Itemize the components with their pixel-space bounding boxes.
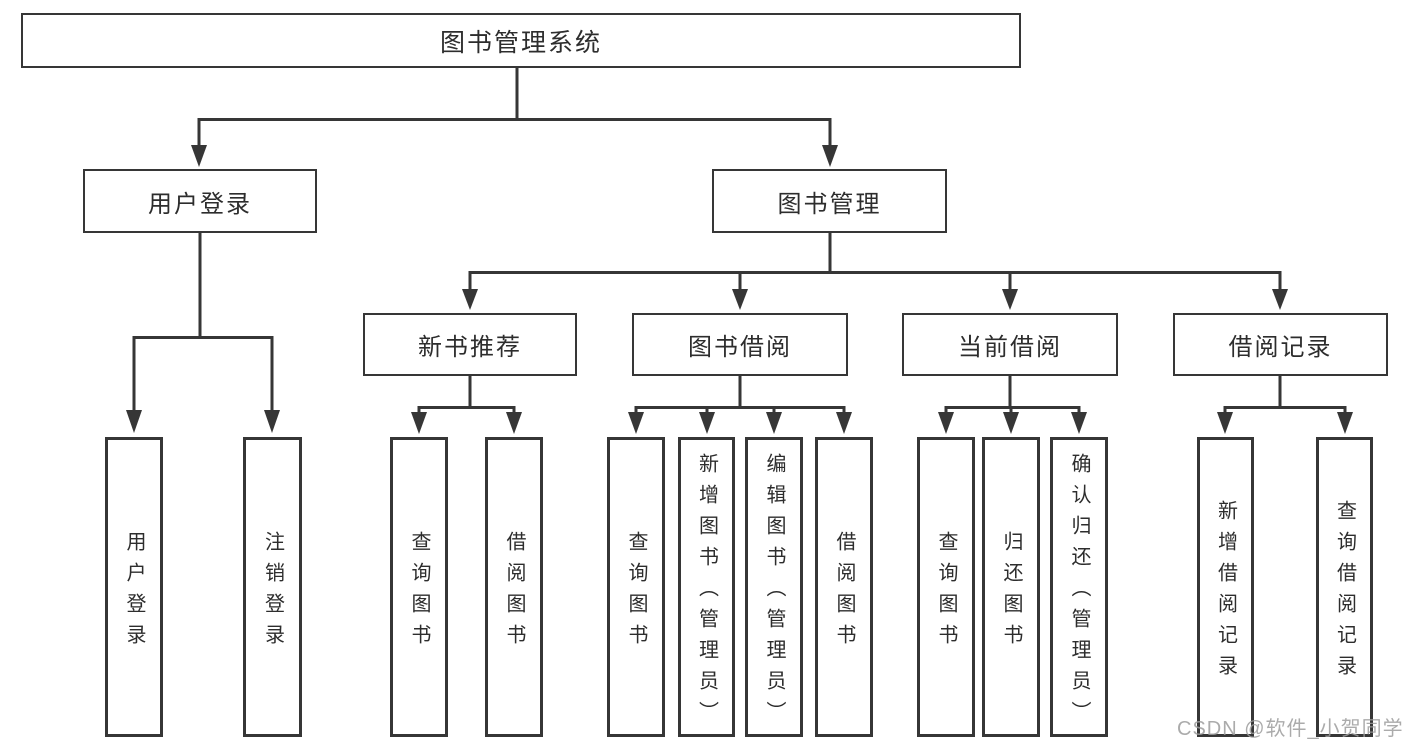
node-user-login: 用户登录 [83,169,317,233]
node-book-management: 图书管理 [712,169,947,233]
leaf-add-borrow-record-label: 新增借阅记录 [1214,499,1237,686]
node-user-login-label: 用户登录 [148,190,252,218]
leaf-edit-books-admin-label: 编辑图书（管理员） [763,453,785,732]
node-borrowing-records: 借阅记录 [1173,313,1388,376]
leaf-add-books-admin: 新增图书（管理员） [678,437,735,737]
leaf-borrow-books-recommend-label: 借阅图书 [503,530,525,655]
watermark-text: CSDN @软件_小贺同学 [1177,718,1404,740]
leaf-query-books-borrowing: 查询图书 [607,437,665,737]
leaf-logout: 注销登录 [243,437,302,737]
node-new-book-recommendation: 新书推荐 [363,313,577,376]
leaf-query-books-current-label: 查询图书 [935,530,957,655]
leaf-return-books: 归还图书 [982,437,1040,737]
node-new-book-recommendation-label: 新书推荐 [418,334,522,361]
node-book-borrowing: 图书借阅 [632,313,848,376]
leaf-logout-label: 注销登录 [261,530,284,655]
leaf-user-login: 用户登录 [105,437,163,737]
leaf-add-borrow-record: 新增借阅记录 [1197,437,1254,737]
leaf-query-borrow-record: 查询借阅记录 [1316,437,1373,737]
leaf-borrow-books-borrowing: 借阅图书 [815,437,873,737]
leaf-query-books-borrowing-label: 查询图书 [625,530,647,655]
leaf-user-login-label: 用户登录 [123,530,145,655]
node-current-borrowing: 当前借阅 [902,313,1118,376]
leaf-add-books-admin-label: 新增图书（管理员） [695,453,718,732]
leaf-query-borrow-record-label: 查询借阅记录 [1333,499,1356,686]
node-system-root-label: 图书管理系统 [439,28,602,57]
node-borrowing-records-label: 借阅记录 [1228,334,1333,361]
node-system-root: 图书管理系统 [21,13,1021,68]
leaf-edit-books-admin: 编辑图书（管理员） [745,437,803,737]
leaf-borrow-books-borrowing-label: 借阅图书 [833,530,855,655]
leaf-query-books-recommend-label: 查询图书 [408,530,430,655]
node-book-management-label: 图书管理 [777,190,882,218]
node-book-borrowing-label: 图书借阅 [688,334,792,361]
leaf-query-books-current: 查询图书 [917,437,975,737]
leaf-return-books-label: 归还图书 [1000,530,1022,655]
leaf-confirm-return-admin: 确认归还（管理员） [1050,437,1108,737]
leaf-query-books-recommend: 查询图书 [390,437,448,737]
node-current-borrowing-label: 当前借阅 [958,334,1062,361]
leaf-confirm-return-admin-label: 确认归还（管理员） [1068,453,1090,732]
leaf-borrow-books-recommend: 借阅图书 [485,437,543,737]
